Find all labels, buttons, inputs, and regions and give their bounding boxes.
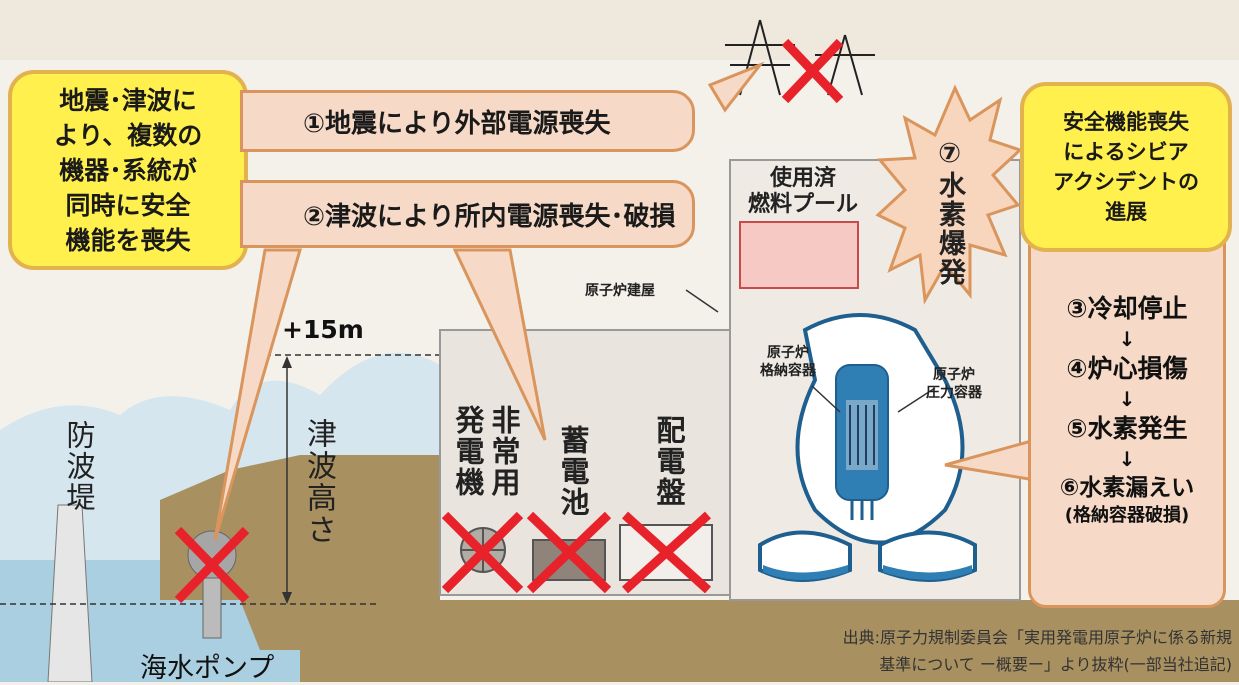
containment-vessel-label: 原子炉 格納容器 bbox=[760, 345, 816, 379]
arrow-3: ↓ bbox=[1118, 447, 1136, 471]
step3-label: ③冷却停止 bbox=[1066, 294, 1188, 323]
seawater-pump-label: 海水ポンプ bbox=[140, 653, 275, 684]
breakwater-label: 防波堤 bbox=[62, 420, 96, 513]
seawater-pump-shaft bbox=[202, 577, 222, 639]
reactor-building-label: 原子炉建屋 bbox=[585, 283, 655, 299]
source-line-2: 基準について ー概要ー」より抜粋(一部当社追記) bbox=[879, 655, 1232, 674]
switchboard-label: 配電盤 bbox=[652, 415, 686, 508]
battery-label: 蓄電池 bbox=[556, 425, 590, 518]
step2-label: ②津波により所内電源喪失･破損 bbox=[303, 201, 676, 232]
tsunami-height-label: 津波高さ bbox=[301, 418, 336, 546]
height-label: +15m bbox=[282, 315, 364, 344]
emergency-generator-label: 非常用発電機 bbox=[451, 405, 521, 498]
source-line-1: 出典:原子力規制委員会「実用発電用原子炉に係る新規 bbox=[842, 628, 1232, 647]
step6-label: ⑥水素漏えい bbox=[1059, 475, 1195, 501]
cause-box: 地震･津波に より、複数の 機器･系統が 同時に安全 機能を喪失 bbox=[8, 70, 248, 270]
breakwater-structure bbox=[47, 504, 93, 682]
explosion-burst bbox=[875, 84, 1023, 305]
step5-label: ⑤水素発生 bbox=[1066, 414, 1188, 443]
callout-tail-tower bbox=[707, 61, 765, 113]
seawater-pump-motor bbox=[187, 530, 237, 580]
severe-accident-box: 安全機能喪失 によるシビア アクシデントの 進展 bbox=[1020, 82, 1232, 252]
ground bbox=[160, 455, 1239, 682]
background-header-strip bbox=[0, 0, 1239, 60]
pressure-vessel-label: 原子炉 圧力容器 bbox=[926, 367, 982, 401]
step6-note: (格納容器破損) bbox=[1064, 505, 1190, 526]
step4-label: ④炉心損傷 bbox=[1066, 354, 1188, 383]
spent-fuel-pool-label: 使用済 燃料プール bbox=[747, 166, 858, 217]
source-citation: 出典:原子力規制委員会「実用発電用原子炉に係る新規 基準について ー概要ー」より… bbox=[672, 624, 1232, 678]
callout-tail-pump bbox=[213, 248, 303, 541]
callout-tail-electric bbox=[452, 248, 547, 441]
arrow-2: ↓ bbox=[1118, 387, 1136, 411]
step1-label: ①地震により外部電源喪失 bbox=[303, 108, 611, 139]
step-sequence: ③冷却停止 ↓ ④炉心損傷 ↓ ⑤水素発生 ↓ ⑥水素漏えい (格納容器破損) bbox=[1030, 292, 1224, 528]
step2-bar: ②津波により所内電源喪失･破損 bbox=[240, 180, 695, 248]
arrow-1: ↓ bbox=[1118, 327, 1136, 351]
spent-fuel-pool bbox=[739, 221, 859, 289]
step1-bar: ①地震により外部電源喪失 bbox=[240, 90, 695, 152]
hydrogen-explosion-label: ⑦水素爆発 bbox=[934, 138, 965, 287]
